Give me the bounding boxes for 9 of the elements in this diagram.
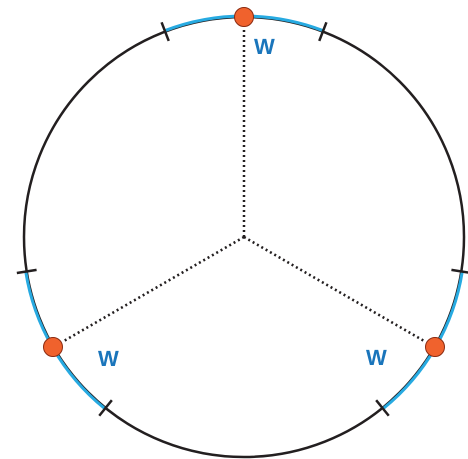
dot (43, 337, 64, 357)
weight-label: W (98, 348, 119, 370)
dot (424, 337, 445, 357)
weight-label: W (254, 36, 275, 58)
weight-label: W (366, 347, 387, 369)
dot (234, 7, 254, 27)
dotted-line (62, 236, 245, 344)
dotted-line (243, 236, 426, 344)
dotted-line (242, 27, 246, 237)
